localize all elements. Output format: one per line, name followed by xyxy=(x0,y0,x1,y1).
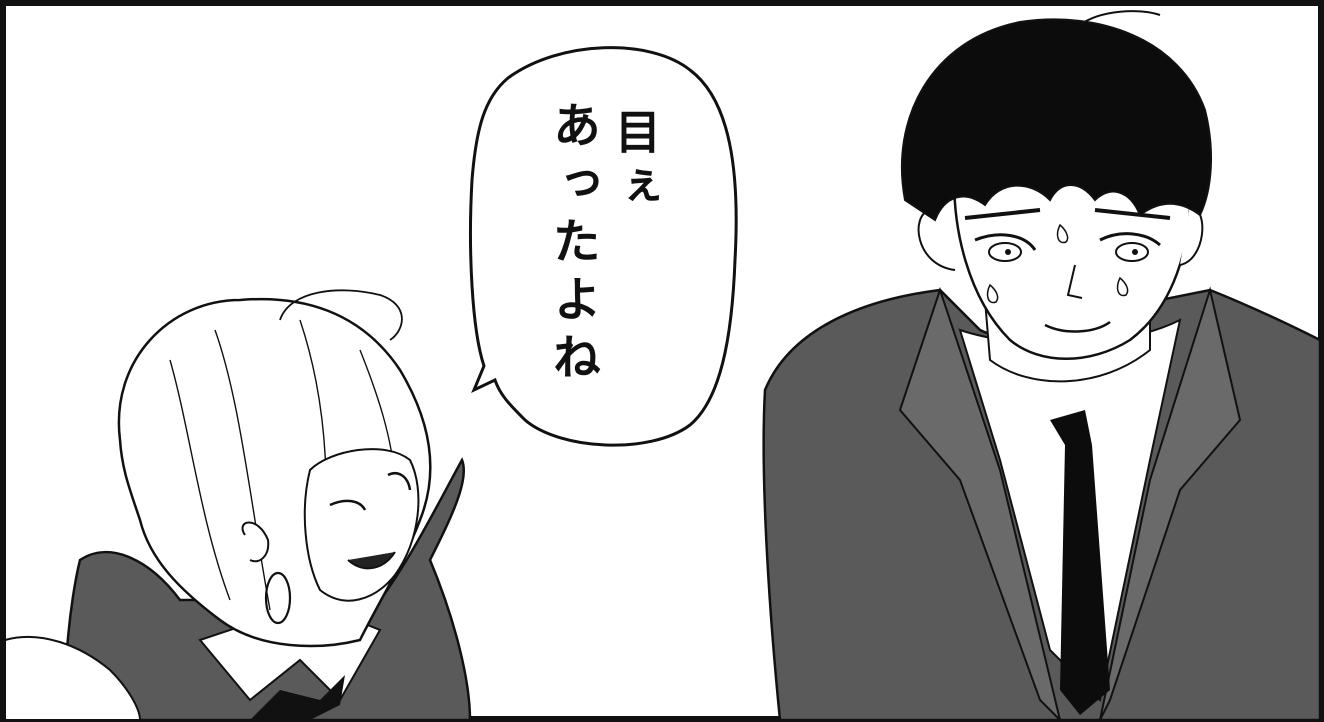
hand-drawing xyxy=(4,635,142,721)
speech-text-line-2: あったよね xyxy=(544,100,600,390)
man-character xyxy=(762,10,1322,722)
speech-text-line-1: 目ぇ xyxy=(608,108,662,216)
speech-bubble xyxy=(469,46,738,447)
